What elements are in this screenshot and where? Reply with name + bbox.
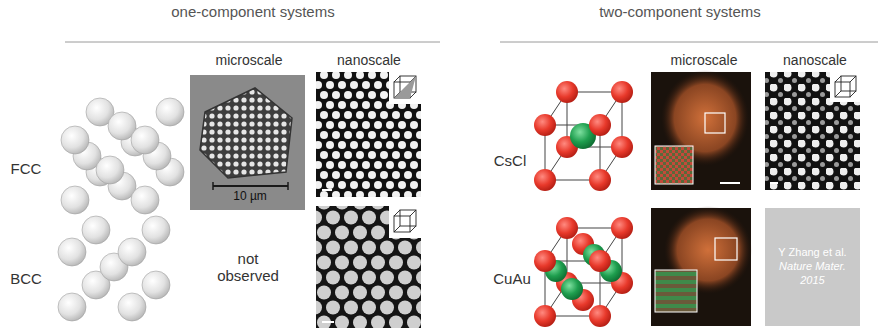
fcc-nano-image: [316, 72, 421, 197]
cuau-lattice: [534, 217, 633, 327]
column-heading: microscale: [194, 52, 304, 68]
citation-text: Y Zhang et al.: [778, 246, 846, 260]
header-rule: [500, 42, 878, 43]
row-heading: BCC: [3, 270, 49, 287]
column-heading: microscale: [649, 52, 759, 68]
fcc-lattice: [61, 98, 184, 214]
scale-bar-label: 10 µm: [210, 190, 290, 204]
bcc-nano-image: [316, 206, 421, 328]
citation-text: Nature Mater. 2015: [771, 260, 854, 288]
group-heading: two-component systems: [570, 3, 790, 20]
cscl-lattice: [534, 81, 633, 191]
column-heading: nanoscale: [314, 52, 424, 68]
citation-panel: Y Zhang et al.Nature Mater. 2015: [765, 208, 860, 326]
header-rule: [65, 42, 440, 43]
row-heading: FCC: [3, 160, 49, 177]
cuau-micrograph: [651, 206, 752, 326]
fcc-micrograph: [190, 75, 305, 210]
column-heading: nanoscale: [760, 52, 870, 68]
not-observed-note: not observed: [212, 250, 284, 285]
cscl-nano-image: [765, 72, 860, 190]
cscl-micrograph: [651, 70, 751, 190]
bcc-lattice: [58, 216, 170, 321]
row-heading: CuAu: [487, 270, 537, 287]
group-heading: one-component systems: [143, 3, 363, 20]
row-heading: CsCl: [487, 152, 533, 169]
